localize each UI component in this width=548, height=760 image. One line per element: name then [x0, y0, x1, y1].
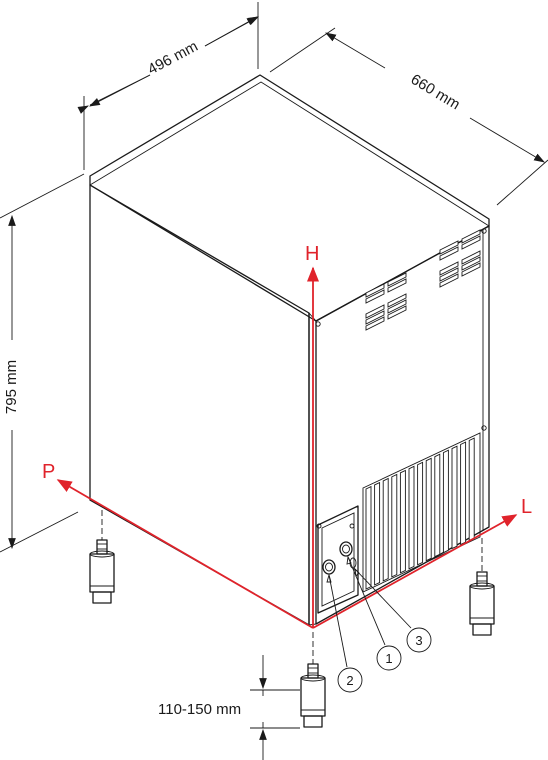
- cabinet-top-inner-edge: [89, 81, 490, 227]
- grille-slot: [442, 449, 449, 554]
- dimension-height: 795 mm: [0, 173, 85, 553]
- feet-dimension-label: 110-150 mm: [158, 701, 241, 718]
- height-dimension-label: 795 mm: [3, 360, 20, 414]
- grille-slot: [417, 461, 424, 566]
- water-drain-fitting-icon: [322, 559, 336, 575]
- screw-icon: [481, 425, 487, 431]
- axes: H P L: [42, 243, 532, 629]
- callout-circle-1: [376, 645, 402, 671]
- axis-p-label: P: [42, 461, 55, 483]
- grille-slot: [468, 437, 475, 542]
- screw-icon: [481, 228, 487, 234]
- screw-icon: [315, 321, 321, 327]
- water-inlet-fitting-icon: [339, 541, 353, 557]
- dimension-depth: 660 mm: [269, 27, 548, 206]
- dimension-feet: 110-150 mm: [158, 655, 300, 760]
- callout-circle-2: [337, 667, 363, 693]
- foot-front: [300, 632, 326, 728]
- foot-left: [89, 510, 115, 604]
- lower-grille: [362, 432, 481, 593]
- axis-l-line: [312, 514, 518, 629]
- width-dimension-label: 496 mm: [145, 38, 201, 78]
- grille-slot: [434, 453, 441, 558]
- grille-slot: [451, 445, 458, 550]
- grille-slot: [382, 477, 389, 582]
- callout-2-label: 2: [346, 673, 353, 688]
- grille-slot: [460, 441, 467, 546]
- grille-slot: [399, 469, 406, 574]
- grille-slot: [408, 465, 415, 570]
- callouts: 2 1 3: [326, 555, 432, 693]
- grille-slot: [365, 485, 372, 590]
- cabinet-top-face: [89, 74, 490, 322]
- cabinet: [89, 74, 490, 626]
- callout-circle-3: [406, 627, 432, 653]
- axis-l-label: L: [521, 496, 532, 518]
- grille-slot: [391, 473, 398, 578]
- connection-panel: [316, 505, 359, 614]
- grille-slot: [425, 457, 432, 562]
- callout-1-label: 1: [385, 651, 392, 666]
- grille-slot: [374, 481, 381, 586]
- feet: [89, 510, 495, 728]
- depth-dimension-label: 660 mm: [408, 71, 463, 113]
- axis-h-label: H: [305, 243, 319, 265]
- callout-3-label: 3: [415, 633, 422, 648]
- foot-right: [469, 538, 495, 636]
- dimension-width: 496 mm: [77, 2, 259, 170]
- upper-vents: [365, 229, 481, 331]
- axis-p-line: [56, 479, 314, 629]
